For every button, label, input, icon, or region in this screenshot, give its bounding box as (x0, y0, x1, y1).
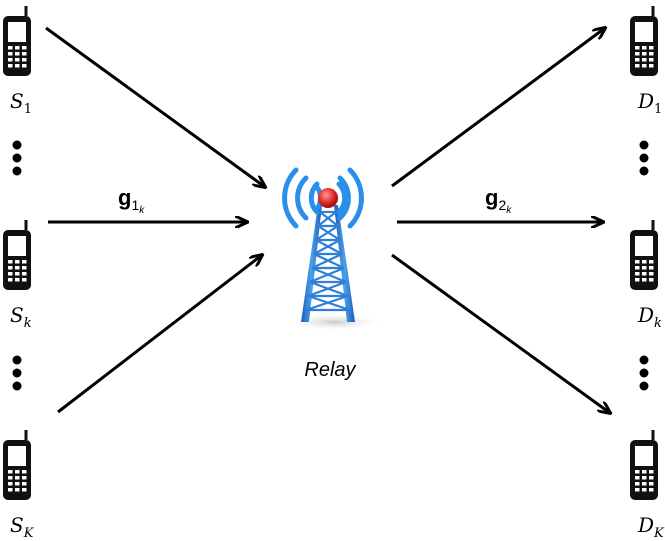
source-label-1: S1 (10, 89, 32, 117)
arrow-source-K-to-relay (57, 255, 262, 414)
arrow-source-1-to-relay (45, 26, 265, 187)
destination-label-1: D1 (637, 89, 662, 117)
destination-ellipsis-top (639, 140, 649, 176)
destination-ellipsis-bottom (639, 355, 649, 391)
arrow-relay-to-destination-1 (391, 28, 605, 188)
destination-phone-icon-K (628, 428, 660, 502)
source-ellipsis-top (12, 140, 22, 176)
channel-label-relay-destination: g2k (485, 185, 512, 216)
relay-label: Relay (304, 359, 356, 381)
source-label-K: SK (10, 513, 35, 541)
source-label-k: Sk (10, 303, 32, 331)
destination-phone-icon-1 (628, 4, 660, 78)
destination-label-k: Dk (637, 303, 662, 331)
source-ellipsis-bottom (12, 355, 22, 391)
channel-label-source-relay: g1k (118, 185, 145, 216)
source-phone-icon-K (1, 428, 33, 502)
source-phone-icon-k (1, 218, 33, 292)
destination-label-K: DK (637, 513, 665, 541)
arrow-relay-to-destination-K (391, 253, 610, 413)
destination-phone-icon-k (628, 218, 660, 292)
source-phone-icon-1 (1, 4, 33, 78)
relay-tower-icon (282, 167, 385, 331)
